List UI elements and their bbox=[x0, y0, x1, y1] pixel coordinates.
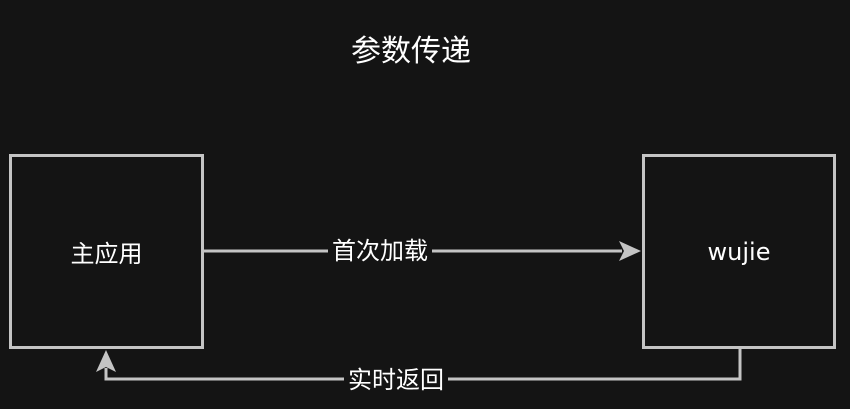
edge-label-return: 实时返回 bbox=[344, 365, 448, 395]
edge-label-forward: 首次加载 bbox=[328, 236, 432, 266]
arrow-forward-head bbox=[619, 241, 641, 261]
node-main-app: 主应用 bbox=[9, 154, 204, 349]
node-wujie-label: wujie bbox=[707, 237, 771, 266]
node-main-app-label: 主应用 bbox=[70, 240, 143, 268]
arrow-return-head bbox=[96, 350, 116, 372]
diagram-title: 参数传递 bbox=[351, 34, 471, 69]
node-wujie: wujie bbox=[642, 154, 836, 349]
